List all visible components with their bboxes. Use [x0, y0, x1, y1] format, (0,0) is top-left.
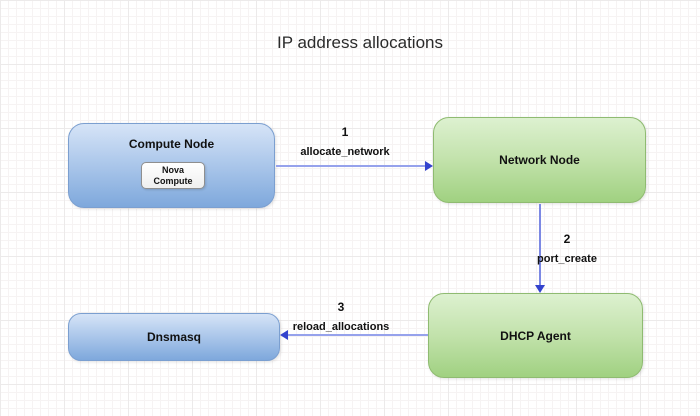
edge-name: port_create [537, 253, 597, 265]
node-compute-node-label: Compute Node [128, 137, 215, 151]
edge-step-number: 2 [563, 232, 571, 246]
node-compute-node[interactable]: Compute Node Nova Compute [68, 123, 275, 208]
edge-name: allocate_network [300, 146, 390, 158]
node-nova-compute[interactable]: Nova Compute [141, 162, 205, 189]
edge-port-create-label: 2 port_create [534, 232, 600, 265]
node-dhcp-agent-label: DHCP Agent [500, 328, 571, 343]
node-nova-compute-label: Nova Compute [153, 164, 193, 186]
node-network-node-label: Network Node [499, 153, 580, 167]
edge-port-create-line[interactable] [539, 204, 541, 286]
edge-reload-allocations-line[interactable] [287, 334, 428, 336]
node-dnsmasq-label: Dnsmasq [146, 330, 202, 344]
edge-name: reload_allocations [292, 321, 390, 333]
edge-reload-allocations-label: 3 reload_allocations [276, 300, 406, 333]
node-network-node[interactable]: Network Node [433, 117, 646, 203]
edge-step-number: 3 [337, 300, 345, 314]
edge-allocate-network-line[interactable] [276, 165, 426, 167]
edge-port-create-arrowhead-icon [535, 285, 545, 293]
edge-reload-allocations-arrowhead-icon [280, 330, 288, 340]
edge-allocate-network-label: 1 allocate_network [280, 125, 410, 158]
edge-allocate-network-arrowhead-icon [425, 161, 433, 171]
edge-step-number: 1 [341, 125, 349, 139]
node-dhcp-agent[interactable]: DHCP Agent [428, 293, 643, 378]
node-dnsmasq[interactable]: Dnsmasq [68, 313, 280, 361]
diagram-title: IP address allocations [276, 33, 443, 52]
